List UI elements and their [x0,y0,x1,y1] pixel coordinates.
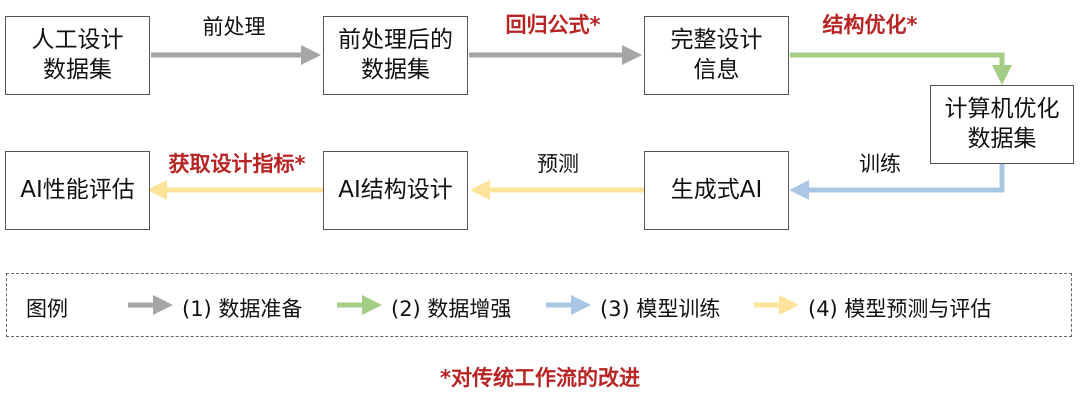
arrow-structure-opt [790,52,1012,85]
legend-title: 图例 [26,297,68,321]
node-generative-ai: 生成式AI [644,151,789,230]
node-manual-dataset: 人工设计 数据集 [5,16,150,95]
legend-item-data-augment: (2) 数据增强 [391,297,512,321]
edge-label-predict: 预测 [537,152,579,176]
node-preprocessed-dataset: 前处理后的 数据集 [323,16,468,95]
edge-label-preprocess: 前处理 [202,15,266,39]
node-computer-optimized-dataset: 计算机优化 数据集 [930,85,1074,164]
legend-box [6,273,1072,337]
edge-label-train: 训练 [859,152,901,176]
legend-item-data-prep: (1) 数据准备 [182,297,303,321]
edge-label-structure-opt: 结构优化* [822,13,918,37]
arrow-train [789,164,1005,200]
node-ai-structure-design: AI结构设计 [323,151,468,230]
node-complete-design-info: 完整设计 信息 [644,16,789,95]
edge-label-get-metrics: 获取设计指标* [168,152,306,176]
legend-item-predict-eval: (4) 模型预测与评估 [808,297,992,321]
edge-label-regression: 回归公式* [505,13,601,37]
legend-item-model-train: (3) 模型训练 [600,297,721,321]
node-ai-performance-eval: AI性能评估 [5,151,150,230]
footnote: *对传统工作流的改进 [440,366,640,390]
